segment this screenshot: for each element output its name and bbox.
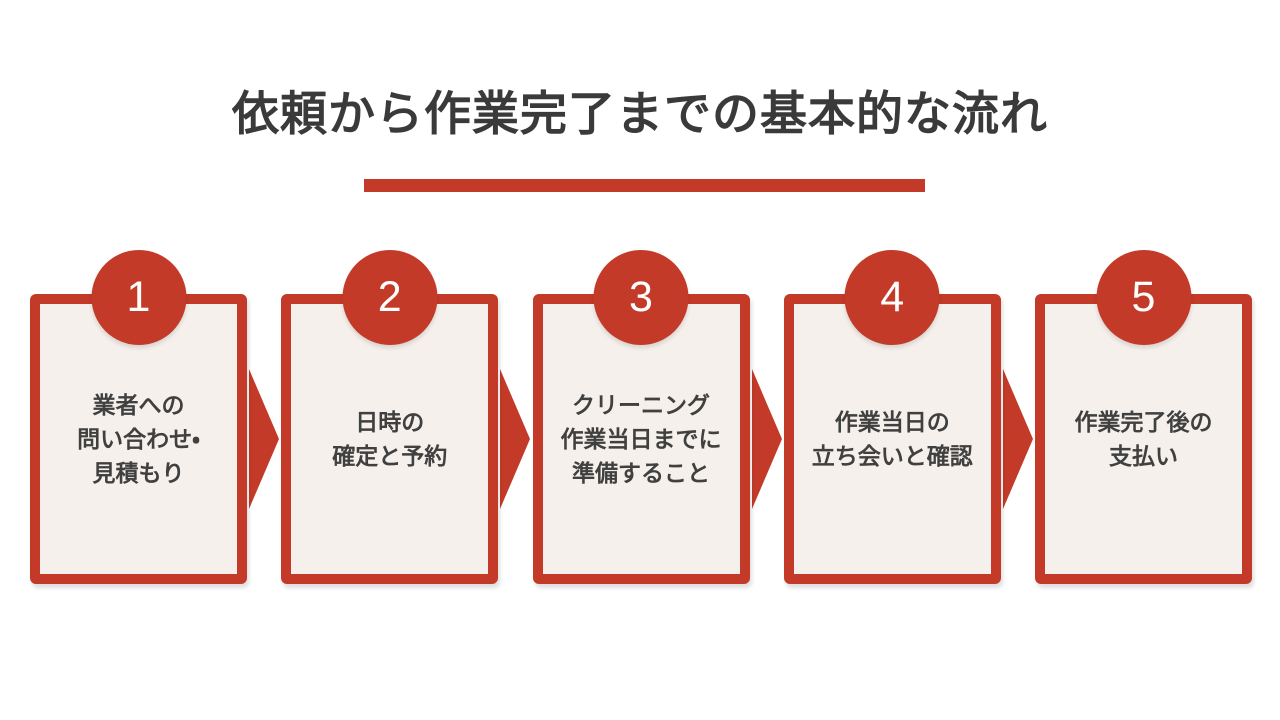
step-number-badge-2: 2 xyxy=(342,250,438,345)
step-card-4: 4 作業当日の 立ち会いと確認 xyxy=(783,250,1001,584)
title-underline xyxy=(364,179,925,192)
arrow-right-icon xyxy=(249,369,280,509)
step-number-badge-5: 5 xyxy=(1096,250,1191,345)
page-title: 依頼から作業完了までの基本的な流れ xyxy=(232,87,1048,140)
step-card-5: 5 作業完了後の 支払い xyxy=(1035,250,1252,584)
step-card-2: 2 日時の 確定と予約 xyxy=(281,250,499,584)
step-card-3: 3 クリーニング 作業当日までに 準備すること xyxy=(532,250,750,584)
step-label-1: 業者への 問い合わせ・ 見積もり xyxy=(77,391,200,487)
step-card-1: 1 業者への 問い合わせ・ 見積もり xyxy=(30,250,247,584)
step-label-2: 日時の 確定と予約 xyxy=(332,408,448,469)
arrow-right-icon xyxy=(751,369,782,509)
step-label-4: 作業当日の 立ち会いと確認 xyxy=(811,408,973,469)
process-flow: 1 業者への 問い合わせ・ 見積もり 2 日時の 確定と予約 3 クリーニング … xyxy=(30,250,1252,584)
step-number-badge-4: 4 xyxy=(844,250,940,345)
arrow-right-icon xyxy=(1002,369,1033,509)
step-number-badge-1: 1 xyxy=(91,250,186,345)
step-label-5: 作業完了後の 支払い xyxy=(1074,408,1213,469)
step-label-3: クリーニング 作業当日までに 準備すること xyxy=(560,391,722,487)
arrow-right-icon xyxy=(500,369,531,509)
step-number-badge-3: 3 xyxy=(593,250,689,345)
